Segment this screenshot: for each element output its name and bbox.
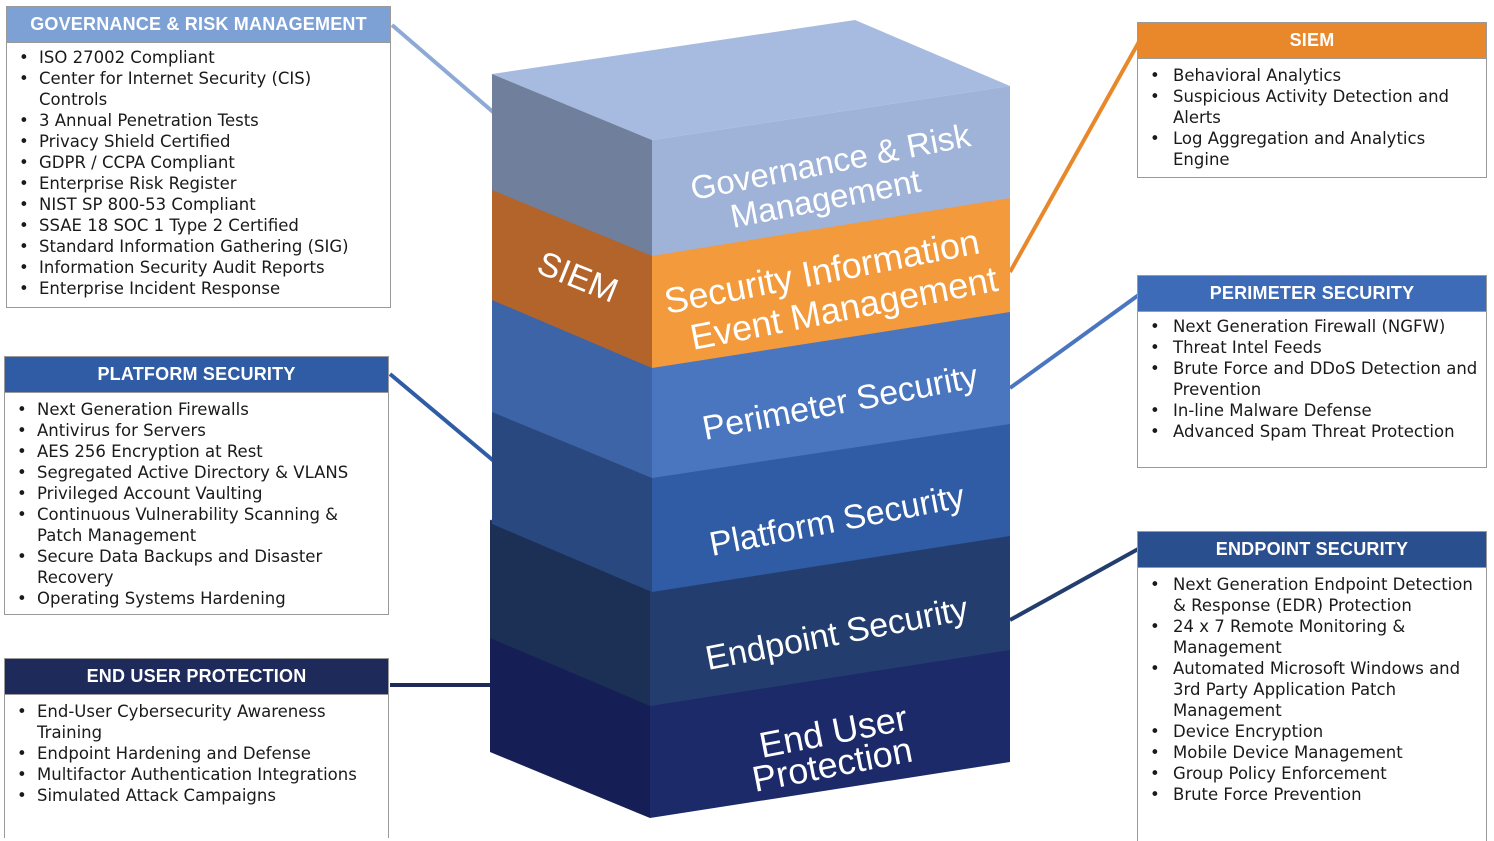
- list-item: GDPR / CCPA Compliant: [7, 152, 390, 173]
- panel-endpoint-title: ENDPOINT SECURITY: [1138, 532, 1486, 568]
- list-item: 24 x 7 Remote Monitoring & Management: [1138, 616, 1486, 658]
- list-item: Next Generation Endpoint Detection & Res…: [1138, 574, 1486, 616]
- panel-governance: GOVERNANCE & RISK MANAGEMENT ISO 27002 C…: [6, 6, 391, 308]
- list-item: Secure Data Backups and Disaster Recover…: [5, 546, 388, 588]
- panel-endpoint-list: Next Generation Endpoint Detection & Res…: [1138, 568, 1486, 805]
- list-item: Advanced Spam Threat Protection: [1138, 421, 1486, 442]
- list-item: Standard Information Gathering (SIG): [7, 236, 390, 257]
- panel-platform-list: Next Generation Firewalls Antivirus for …: [5, 393, 388, 609]
- list-item: Next Generation Firewall (NGFW): [1138, 316, 1486, 337]
- panel-siem-list: Behavioral Analytics Suspicious Activity…: [1138, 59, 1486, 170]
- list-item: 3 Annual Penetration Tests: [7, 110, 390, 131]
- panel-enduser-list: End-User Cybersecurity Awareness Trainin…: [5, 695, 388, 806]
- panel-platform: PLATFORM SECURITY Next Generation Firewa…: [4, 356, 389, 615]
- list-item: End-User Cybersecurity Awareness Trainin…: [5, 701, 388, 743]
- list-item: Brute Force Prevention: [1138, 784, 1486, 805]
- list-item: Mobile Device Management: [1138, 742, 1486, 763]
- layer-governance: [492, 20, 1010, 256]
- connector-endpoint: [1009, 546, 1141, 622]
- list-item: Antivirus for Servers: [5, 420, 388, 441]
- connector-perimeter: [1008, 292, 1142, 390]
- panel-governance-title: GOVERNANCE & RISK MANAGEMENT: [7, 7, 390, 43]
- list-item: Enterprise Incident Response: [7, 278, 390, 299]
- panel-platform-title: PLATFORM SECURITY: [5, 357, 388, 393]
- connector-siem: [1008, 39, 1142, 273]
- list-item: AES 256 Encryption at Rest: [5, 441, 388, 462]
- list-item: Next Generation Firewalls: [5, 399, 388, 420]
- list-item: NIST SP 800-53 Compliant: [7, 194, 390, 215]
- list-item: Privacy Shield Certified: [7, 131, 390, 152]
- list-item: In-line Malware Defense: [1138, 400, 1486, 421]
- list-item: Center for Internet Security (CIS) Contr…: [7, 68, 390, 110]
- list-item: Operating Systems Hardening: [5, 588, 388, 609]
- list-item: Information Security Audit Reports: [7, 257, 390, 278]
- panel-perimeter-list: Next Generation Firewall (NGFW) Threat I…: [1138, 312, 1486, 442]
- list-item: Threat Intel Feeds: [1138, 337, 1486, 358]
- panel-siem-title: SIEM: [1138, 23, 1486, 59]
- panel-siem: SIEM Behavioral Analytics Suspicious Act…: [1137, 22, 1487, 178]
- panel-enduser: END USER PROTECTION End-User Cybersecuri…: [4, 658, 389, 838]
- connector-governance: [390, 23, 502, 120]
- list-item: Log Aggregation and Analytics Engine: [1138, 128, 1486, 170]
- panel-perimeter: PERIMETER SECURITY Next Generation Firew…: [1137, 275, 1487, 468]
- list-item: Automated Microsoft Windows and 3rd Part…: [1138, 658, 1486, 721]
- list-item: Behavioral Analytics: [1138, 65, 1486, 86]
- list-item: Multifactor Authentication Integrations: [5, 764, 388, 785]
- list-item: Suspicious Activity Detection and Alerts: [1138, 86, 1486, 128]
- list-item: Segregated Active Directory & VLANS: [5, 462, 388, 483]
- list-item: Continuous Vulnerability Scanning & Patc…: [5, 504, 388, 546]
- list-item: Endpoint Hardening and Defense: [5, 743, 388, 764]
- list-item: Device Encryption: [1138, 721, 1486, 742]
- connector-platform: [388, 372, 497, 464]
- list-item: Group Policy Enforcement: [1138, 763, 1486, 784]
- panel-governance-list: ISO 27002 Compliant Center for Internet …: [7, 43, 390, 299]
- list-item: Privileged Account Vaulting: [5, 483, 388, 504]
- panel-endpoint: ENDPOINT SECURITY Next Generation Endpoi…: [1137, 531, 1487, 841]
- list-item: Simulated Attack Campaigns: [5, 785, 388, 806]
- list-item: SSAE 18 SOC 1 Type 2 Certified: [7, 215, 390, 236]
- panel-perimeter-title: PERIMETER SECURITY: [1138, 276, 1486, 312]
- panel-enduser-title: END USER PROTECTION: [5, 659, 388, 695]
- list-item: Brute Force and DDoS Detection and Preve…: [1138, 358, 1486, 400]
- list-item: ISO 27002 Compliant: [7, 47, 390, 68]
- list-item: Enterprise Risk Register: [7, 173, 390, 194]
